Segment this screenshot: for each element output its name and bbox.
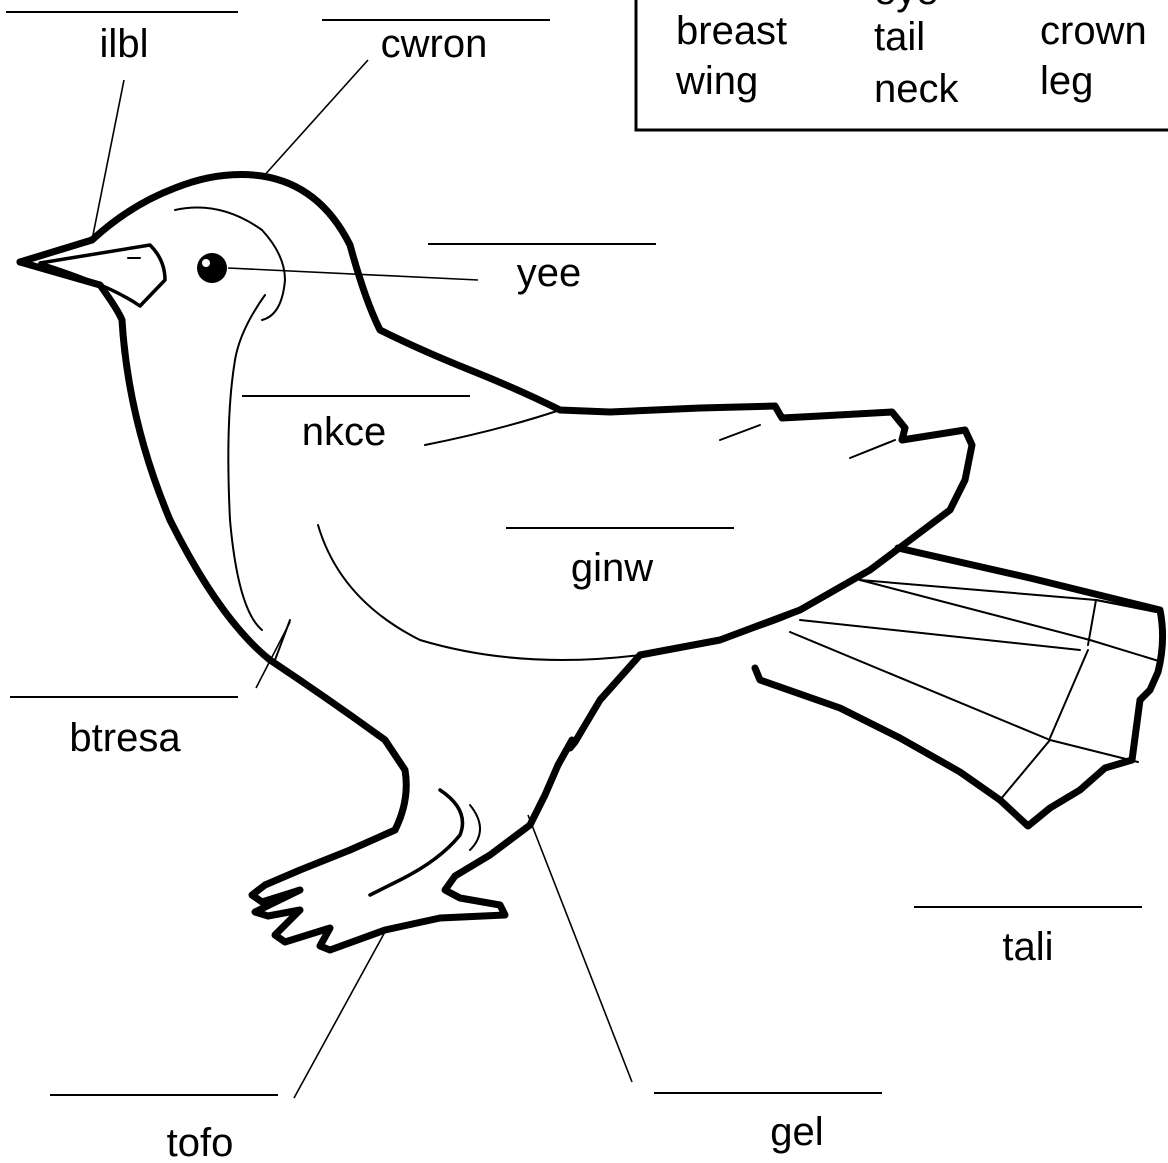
label-leg: gel: [528, 815, 882, 1154]
label-crown: cwron: [262, 20, 550, 178]
word-bank-crown: crown: [1040, 9, 1147, 53]
head-detail: [175, 208, 285, 321]
tail-feather-line: [800, 620, 1080, 650]
tail-feather-line: [1000, 740, 1050, 800]
neck-detail: [228, 295, 265, 630]
word-bank-breast: breast: [676, 9, 787, 53]
label-eye: yee: [228, 244, 656, 295]
label-neck: nkce: [242, 396, 470, 454]
wing-feather: [720, 425, 760, 440]
body-outline: [20, 262, 572, 950]
label-foot: tofo: [50, 930, 386, 1163]
tail-feather-line: [790, 632, 1138, 762]
leader-line: [228, 268, 478, 280]
tail-feather-line: [1050, 650, 1088, 738]
word-bank-neck: neck: [874, 67, 959, 111]
label-text: btresa: [69, 716, 181, 760]
label-wing: ginw: [506, 528, 734, 590]
word-bank: eye breast wing tail neck crown leg: [636, 0, 1168, 130]
label-text: ilbl: [100, 22, 149, 66]
label-bill: ilbl: [6, 12, 238, 240]
label-text: tali: [1002, 925, 1053, 969]
label-text: yee: [517, 251, 582, 295]
word-bank-eye: eye: [874, 0, 939, 13]
wing-feather: [850, 440, 895, 458]
leg-detail: [470, 805, 480, 850]
word-bank-tail: tail: [874, 15, 925, 59]
eye-dot: [197, 253, 227, 283]
eye-highlight: [202, 259, 210, 267]
label-tail: tali: [914, 907, 1142, 969]
label-text: gel: [770, 1110, 823, 1154]
wing-feather: [425, 410, 560, 445]
label-text: ginw: [571, 546, 653, 590]
tail-feather-line: [1088, 600, 1096, 645]
tail-outline: [755, 548, 1163, 826]
leader-line: [528, 815, 632, 1082]
word-bank-leg: leg: [1040, 59, 1093, 103]
word-bank-wing: wing: [675, 59, 758, 103]
leader-line: [294, 930, 386, 1098]
leader-line: [262, 60, 368, 178]
label-text: cwron: [381, 22, 488, 66]
label-text: nkce: [302, 410, 387, 454]
label-text: tofo: [167, 1121, 234, 1163]
